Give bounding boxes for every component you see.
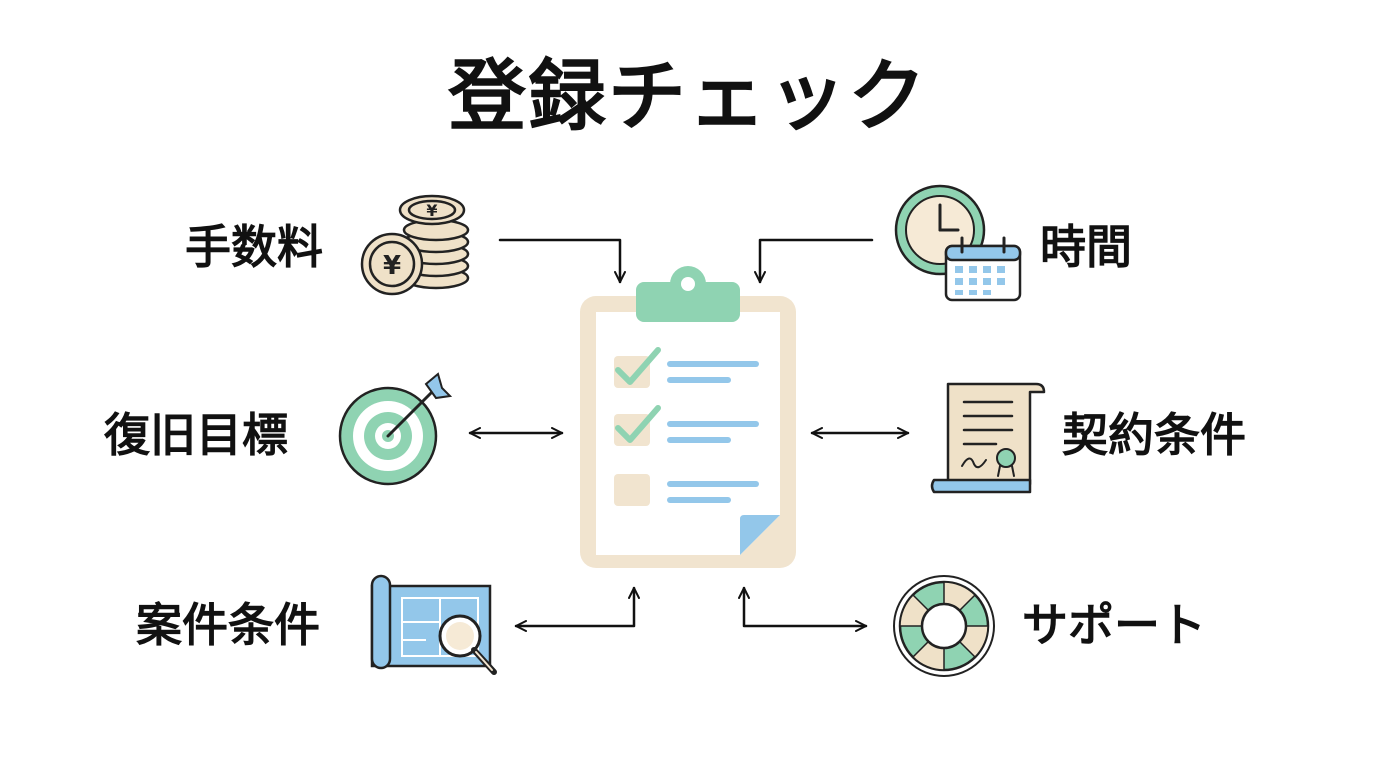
connector-time — [754, 238, 874, 284]
label-fee: 手数料 — [185, 220, 323, 274]
connectors — [468, 238, 910, 632]
checklist-clipboard-icon — [580, 266, 796, 568]
checklist-item-3 — [614, 474, 759, 506]
clock-calendar-icon — [894, 184, 1022, 302]
label-support: サポート — [1022, 598, 1206, 652]
checklist-item-1 — [614, 347, 759, 388]
contract-scroll-icon — [930, 382, 1046, 494]
label-time: 時間 — [1040, 220, 1132, 274]
target-arrow-icon — [338, 372, 453, 486]
checklist-item-2 — [614, 405, 759, 446]
lifebuoy-icon — [893, 575, 995, 677]
connector-project — [514, 586, 640, 632]
label-contract: 契約条件 — [1062, 408, 1246, 462]
label-recovery: 復旧目標 — [104, 408, 288, 462]
label-project: 案件条件 — [136, 598, 320, 652]
connector-fee — [498, 238, 626, 284]
yen-coins-icon: ¥ ¥ — [360, 194, 470, 296]
blueprint-search-icon — [370, 574, 497, 675]
connector-support — [738, 586, 868, 632]
svg-text:¥: ¥ — [426, 201, 437, 220]
svg-text:¥: ¥ — [383, 251, 401, 281]
page-title: 登録チェック — [447, 52, 928, 142]
